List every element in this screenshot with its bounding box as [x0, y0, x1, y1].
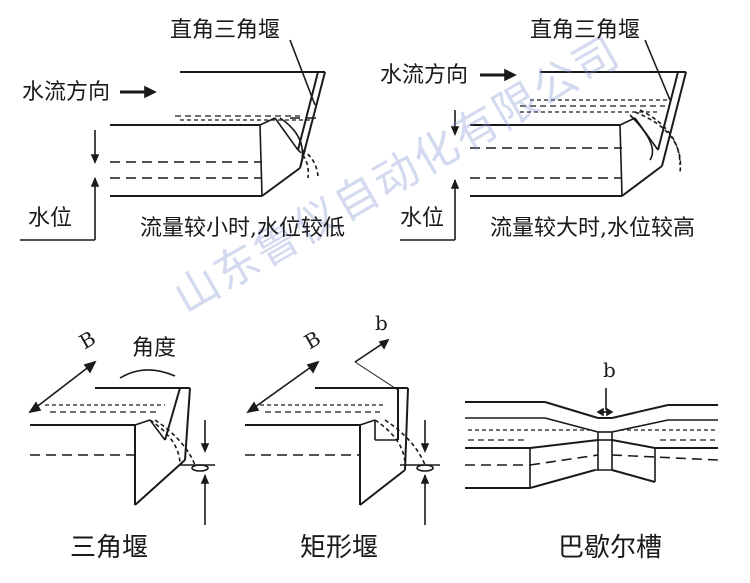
tr-flow-label: 水流方向 [380, 63, 469, 88]
tl-level-label: 水位 [28, 206, 73, 231]
tr-level-label: 水位 [400, 206, 445, 231]
tl-flow-label: 水流方向 [22, 80, 111, 105]
top-right-channel [400, 39, 687, 241]
triangle-weir-drawing [28, 360, 215, 525]
tl-condition: 流量较小时,水位较低 [140, 216, 345, 241]
tri-angle-label: 角度 [132, 336, 177, 361]
parshall-flume-drawing [465, 388, 719, 489]
tri-caption: 三角堰 [70, 533, 149, 563]
rect-small-b-label: b [375, 311, 388, 335]
parshall-b-label: b [603, 358, 616, 382]
tl-weir-label: 直角三角堰 [170, 18, 281, 43]
rect-caption: 矩形堰 [300, 533, 379, 563]
parshall-caption: 巴歇尔槽 [558, 533, 663, 563]
top-left-channel [20, 39, 326, 241]
rect-weir-drawing [245, 338, 440, 525]
tr-condition: 流量较大时,水位较高 [490, 216, 695, 241]
tr-weir-label: 直角三角堰 [530, 18, 641, 43]
